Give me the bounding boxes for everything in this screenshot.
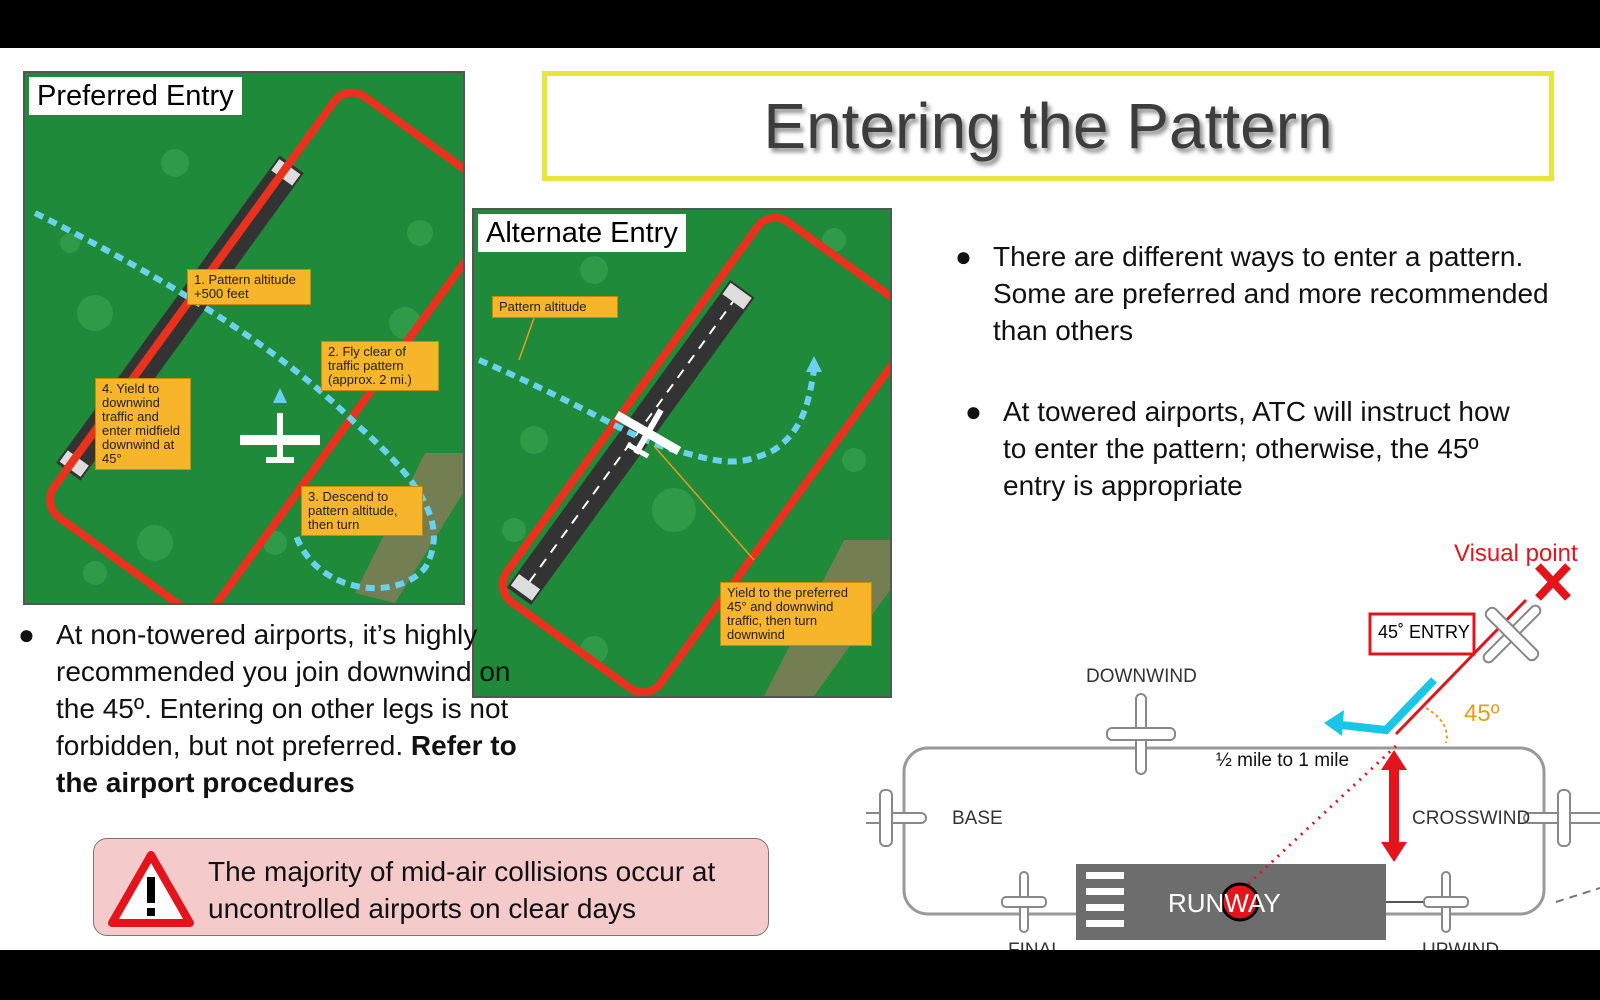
airplane-upwind-icon	[1423, 871, 1469, 933]
entry-box-shape	[1368, 612, 1476, 656]
bullet-bold-text: Refer to the airport procedures	[56, 730, 517, 798]
warning-box: The majority of mid-air collisions occur…	[93, 838, 769, 936]
airplane-icon	[240, 388, 320, 463]
crosswind-label: CROSSWIND	[1412, 808, 1531, 829]
slide: Entering the Pattern	[0, 48, 1600, 950]
visual-point-dot	[1220, 882, 1260, 922]
airplane-icon	[614, 408, 682, 459]
runway-label: RUNWAY	[1168, 888, 1281, 918]
alternate-entry-panel: Alternate Entry Pattern altitude Yield t…	[472, 208, 892, 698]
tree-shapes	[502, 228, 866, 664]
airplane-base-icon	[866, 789, 927, 847]
bullet-right-1: ● There are different ways to enter a pa…	[955, 238, 1555, 349]
bullet-dot: ●	[18, 619, 35, 650]
visual-point-label: Visual point	[1454, 540, 1578, 567]
bullet-text: At towered airports, ATC will instruct h…	[1003, 396, 1510, 501]
callout-yield: 4. Yield to downwind traffic and enter m…	[95, 378, 191, 470]
bullet-left: ● At non-towered airports, it’s highly r…	[18, 616, 698, 801]
downwind-label: DOWNWIND	[1086, 666, 1197, 687]
preferred-entry-panel: Preferred Entry 1. Pattern altitude +500…	[23, 71, 465, 605]
warning-text: The majority of mid-air collisions occur…	[208, 856, 716, 924]
callout-descend: 3. Descend to pattern altitude, then tur…	[301, 486, 423, 536]
panel-label: Alternate Entry	[478, 214, 686, 252]
airplane-downwind-icon	[1106, 693, 1176, 775]
callout-pattern-altitude: 1. Pattern altitude +500 feet	[187, 269, 311, 305]
bullet-right-2: ● At towered airports, ATC will instruct…	[965, 393, 1525, 504]
title-box: Entering the Pattern	[542, 71, 1554, 181]
panel-label: Preferred Entry	[29, 77, 242, 115]
final-label: FINAL	[1008, 940, 1062, 950]
traffic-pattern-diagram: Visual point 45˚ ENTRY 45º DOWNWIND ½ mi…	[866, 488, 1600, 950]
distance-arrow-icon	[1381, 750, 1407, 862]
bullet-dot: ●	[955, 241, 972, 272]
warning-icon	[108, 851, 194, 927]
tree-shapes	[60, 149, 433, 585]
callout-fly-clear: 2. Fly clear of traffic pattern (approx.…	[321, 341, 439, 391]
runway-shape	[506, 279, 755, 606]
runway-threshold-marks	[1086, 872, 1124, 927]
callout-pattern-altitude: Pattern altitude	[492, 296, 618, 318]
bullet-text: There are different ways to enter a patt…	[993, 241, 1549, 346]
bullet-text: At non-towered airports, it’s highly rec…	[56, 619, 511, 761]
entry-label: 45˚ ENTRY	[1378, 622, 1470, 642]
angle-label: 45º	[1464, 700, 1500, 727]
airplane-crosswind-icon	[1523, 789, 1600, 847]
visual-point-x-icon	[1535, 563, 1571, 601]
pattern-diagram-svg	[866, 563, 1600, 940]
page-title: Entering the Pattern	[763, 90, 1333, 162]
bullet-dot: ●	[965, 396, 982, 427]
distance-label: ½ mile to 1 mile	[1216, 750, 1350, 771]
airplane-entry-icon	[1482, 604, 1542, 664]
base-label: BASE	[952, 808, 1003, 829]
callout-yield-preferred: Yield to the preferred 45° and downwind …	[720, 582, 872, 646]
airplane-icons	[866, 604, 1600, 933]
airplane-final-icon	[1001, 871, 1047, 933]
upwind-label: UPWIND	[1422, 940, 1499, 950]
